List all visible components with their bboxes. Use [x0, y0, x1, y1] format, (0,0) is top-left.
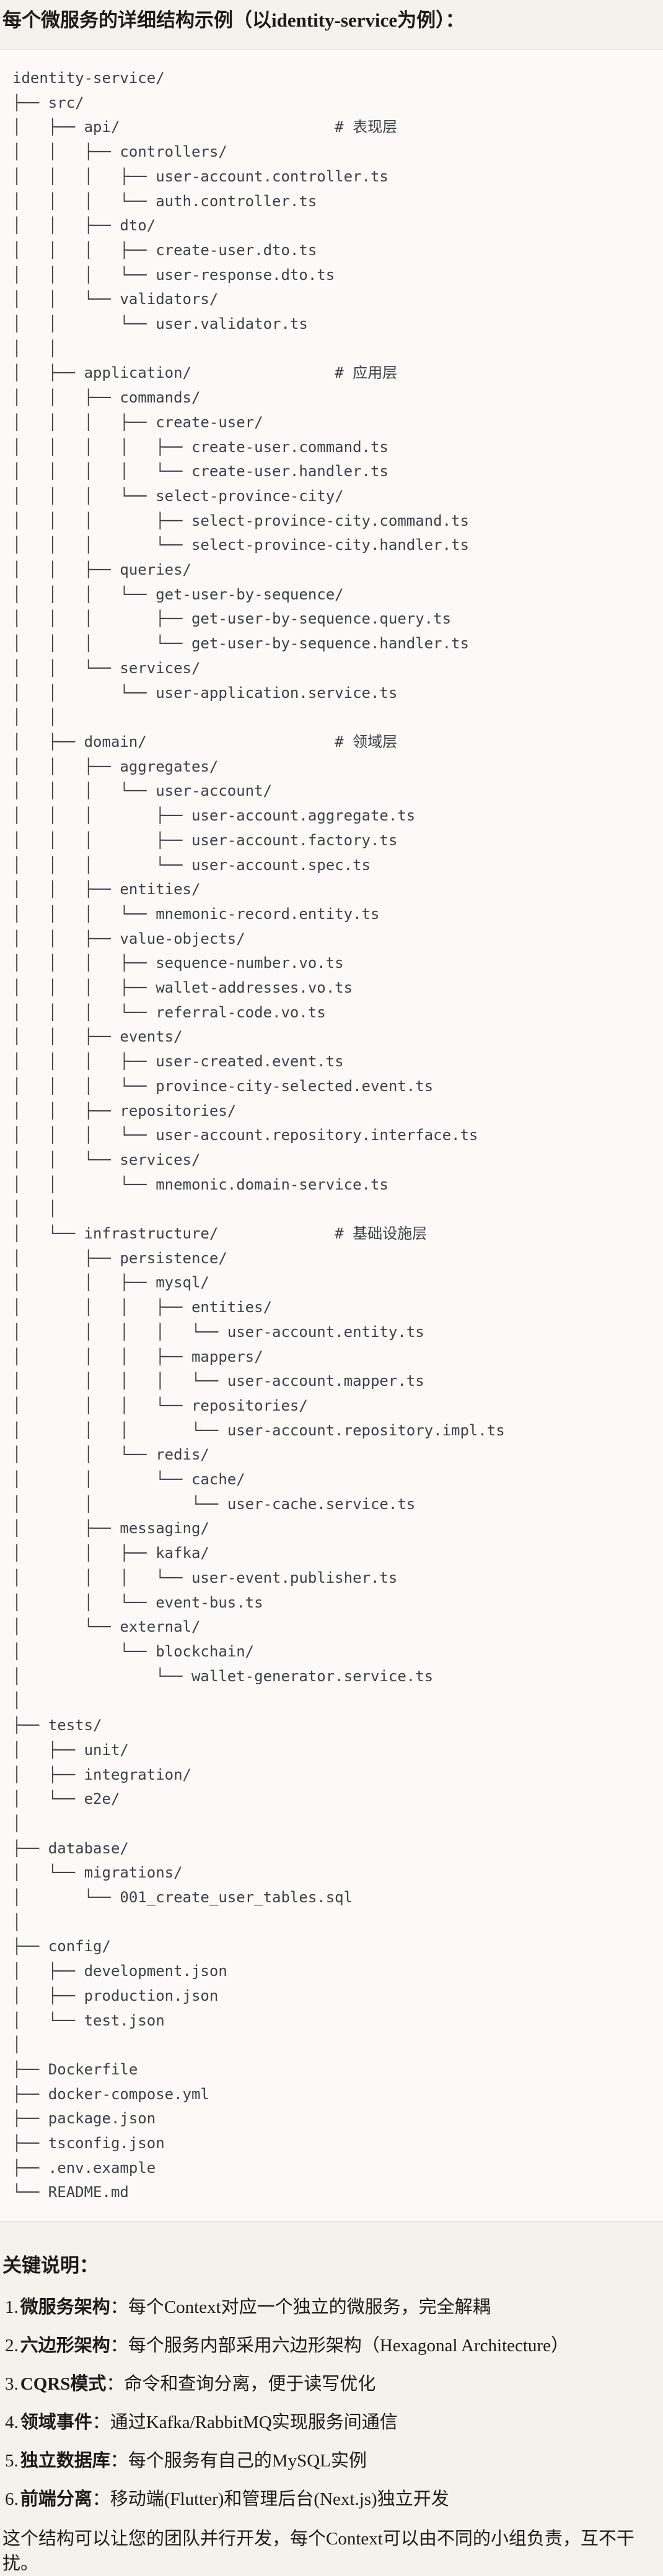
note-item-colon: ：	[110, 2336, 128, 2356]
note-item-number: 3.	[5, 2374, 19, 2395]
note-item-number: 6.	[5, 2489, 19, 2510]
note-item-text: 每个服务内部采用六边形架构（Hexagonal Architecture）	[128, 2336, 569, 2356]
note-item-colon: ：	[110, 2451, 128, 2471]
code-block: identity-service/ ├── src/ │ ├── api/ # …	[0, 50, 663, 2222]
note-item-text: 每个Context对应一个独立的微服务，完全解耦	[128, 2297, 491, 2318]
note-item-text: 每个服务有自己的MySQL实例	[128, 2451, 367, 2471]
note-item: 4.领域事件：通过Kafka/RabbitMQ实现服务间通信	[5, 2410, 661, 2435]
note-item-label: 领域事件	[20, 2413, 92, 2433]
notes-title: 关键说明：	[2, 2255, 99, 2277]
note-item-label: 独立数据库	[20, 2451, 110, 2471]
note-item-label: 六边形架构	[20, 2336, 110, 2356]
note-item-colon: ：	[106, 2374, 125, 2395]
note-item-number: 1.	[5, 2297, 19, 2318]
note-item-text: 命令和查询分离，便于读写优化	[124, 2374, 376, 2395]
note-item-number: 2.	[5, 2336, 19, 2356]
note-item-colon: ：	[92, 2489, 110, 2510]
page-title: 每个微服务的详细结构示例（以identity-service为例）：	[2, 9, 465, 31]
note-item-colon: ：	[92, 2413, 110, 2433]
note-item-number: 5.	[5, 2451, 19, 2471]
note-item: 3.CQRS模式：命令和查询分离，便于读写优化	[5, 2372, 661, 2396]
note-item-label: 微服务架构	[20, 2297, 110, 2318]
document-body: 每个微服务的详细结构示例（以identity-service为例）： ident…	[0, 7, 663, 2576]
directory-tree: identity-service/ ├── src/ │ ├── api/ # …	[12, 69, 505, 2201]
note-item-label: CQRS模式	[20, 2374, 107, 2395]
note-item-text: 移动端(Flutter)和管理后台(Next.js)独立开发	[110, 2489, 449, 2510]
note-item: 1.微服务架构：每个Context对应一个独立的微服务，完全解耦	[5, 2295, 661, 2320]
note-item-label: 前端分离	[20, 2489, 92, 2510]
notes-list: 1.微服务架构：每个Context对应一个独立的微服务，完全解耦 2.六边形架构…	[0, 2295, 663, 2512]
closing-paragraph: 这个结构可以让您的团队并行开发，每个Context可以由不同的小组负责，互不干扰…	[2, 2529, 634, 2574]
note-item-text: 通过Kafka/RabbitMQ实现服务间通信	[110, 2413, 398, 2433]
note-item: 5.独立数据库：每个服务有自己的MySQL实例	[5, 2448, 661, 2473]
note-item: 6.前端分离：移动端(Flutter)和管理后台(Next.js)独立开发	[5, 2487, 661, 2512]
note-item: 2.六边形架构：每个服务内部采用六边形架构（Hexagonal Architec…	[5, 2333, 661, 2358]
note-item-colon: ：	[110, 2297, 128, 2318]
note-item-number: 4.	[5, 2413, 19, 2433]
